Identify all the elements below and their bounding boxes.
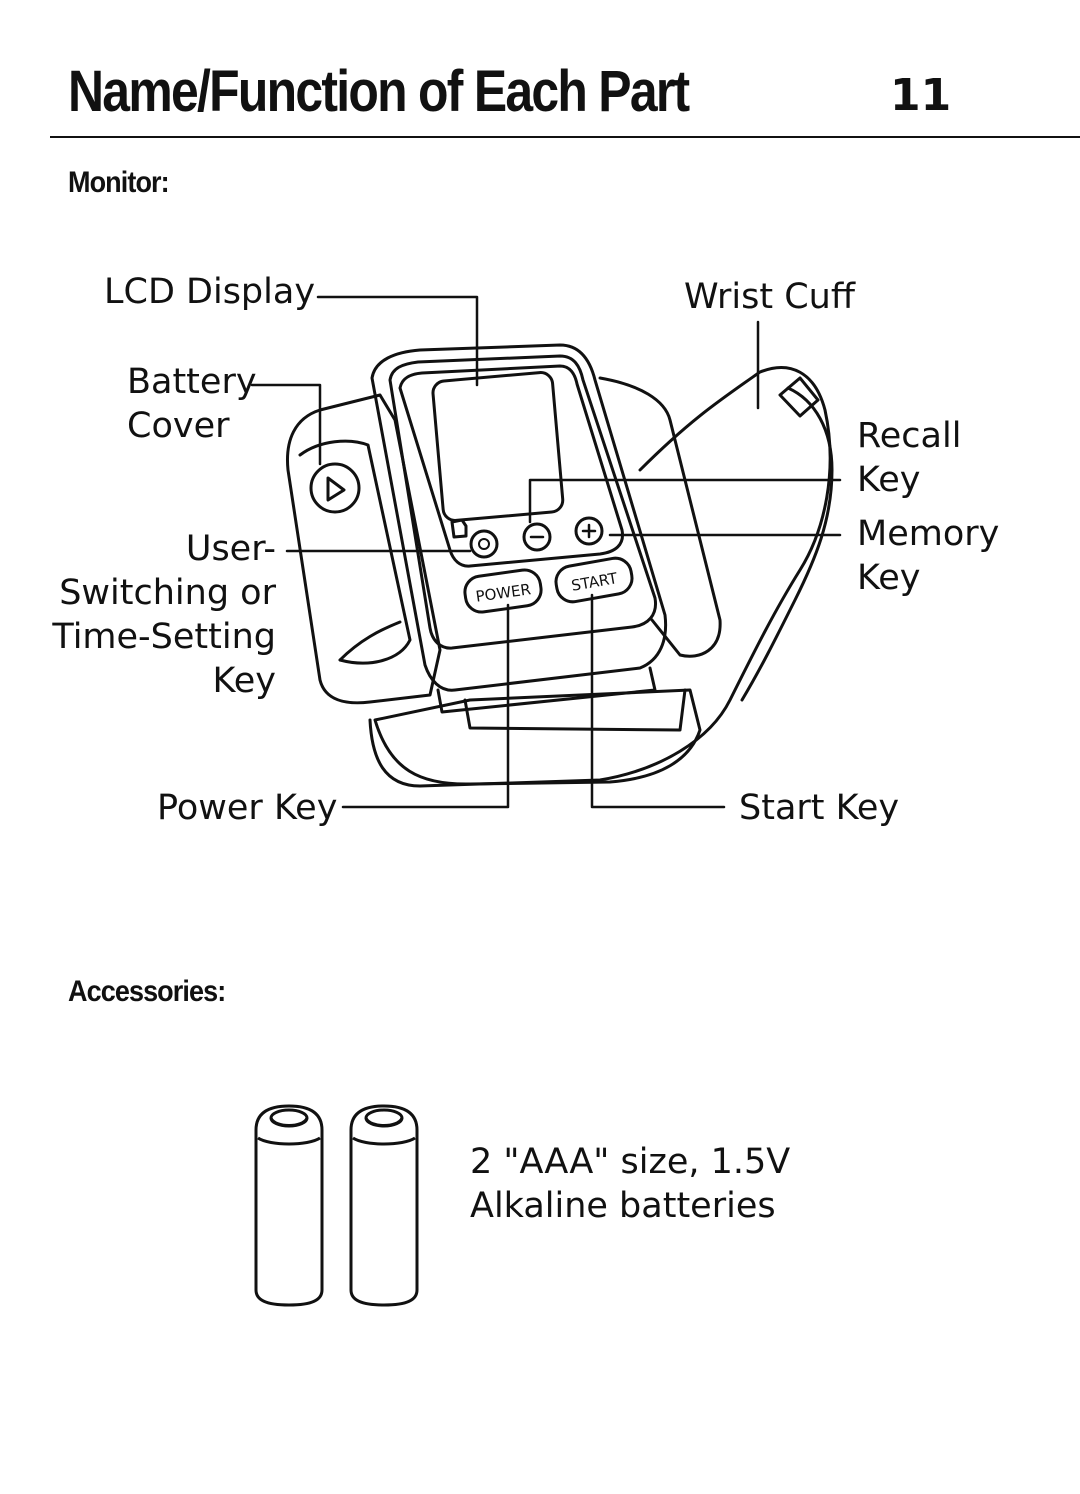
leader-recall-key <box>528 478 842 524</box>
triangle-icon <box>326 476 346 502</box>
cuff-connector <box>778 376 820 418</box>
page-number: 11 <box>890 70 952 121</box>
user-switching-key <box>469 529 499 559</box>
start-button <box>554 556 634 604</box>
leader-power-key <box>341 603 510 809</box>
recall-key-label-line1: Recall <box>857 416 962 456</box>
memory-key-label-line1: Memory <box>857 514 1000 554</box>
leader-battery-cover <box>250 383 322 466</box>
leader-start-key <box>590 593 726 809</box>
power-key-label: Power Key <box>157 788 338 828</box>
recall-key-button <box>522 522 552 552</box>
wrist-cuff-strap <box>368 366 832 788</box>
recall-key-label: Recall Key <box>857 414 961 502</box>
batteries-description: 2 "AAA" size, 1.5V Alkaline batteries <box>470 1140 790 1228</box>
battery-cover-housing <box>285 393 442 705</box>
lcd-screen <box>431 371 565 522</box>
memory-key-button <box>574 516 604 546</box>
bezel <box>398 364 625 568</box>
user-switching-key-label: User- Switching or Time-Setting Key <box>40 527 276 703</box>
page-title: Name/Function of Each Part <box>68 59 690 124</box>
battery-cover-label-line1: Battery <box>127 362 257 402</box>
user-switching-label-line4: Key <box>212 661 276 701</box>
recall-key-label-line2: Key <box>857 460 921 500</box>
battery-cover-label: Battery Cover <box>127 360 257 448</box>
monitor-body <box>370 343 668 692</box>
battery-icon <box>254 1104 324 1307</box>
wrist-cuff-label: Wrist Cuff <box>684 277 855 317</box>
memory-key-label: Memory Key <box>857 512 999 600</box>
user-switching-label-line3: Time-Setting <box>52 617 276 657</box>
front-panel <box>388 354 658 650</box>
batteries-description-line1: 2 "AAA" size, 1.5V <box>470 1142 791 1182</box>
monitor-heading: Monitor: <box>68 166 170 199</box>
power-button <box>463 568 543 614</box>
right-pad <box>598 376 722 658</box>
cuff-band <box>373 688 702 786</box>
user-switching-label-line2: Switching or <box>59 573 276 613</box>
battery-cover-label-line2: Cover <box>127 406 230 446</box>
start-key-label: Start Key <box>739 788 900 828</box>
leader-lcd-display <box>316 295 479 387</box>
batteries-description-line2: Alkaline batteries <box>470 1186 776 1226</box>
title-divider <box>50 136 1080 138</box>
user-switching-label-line1: User- <box>185 529 276 569</box>
user-icon <box>450 518 468 539</box>
cuff-tube <box>740 386 834 702</box>
accessories-heading: Accessories: <box>68 975 226 1008</box>
lcd-display-label: LCD Display <box>104 272 316 312</box>
memory-key-label-line2: Key <box>857 558 921 598</box>
leader-lines <box>250 295 842 809</box>
battery-icon <box>349 1104 419 1307</box>
battery-cover-button <box>309 462 361 514</box>
